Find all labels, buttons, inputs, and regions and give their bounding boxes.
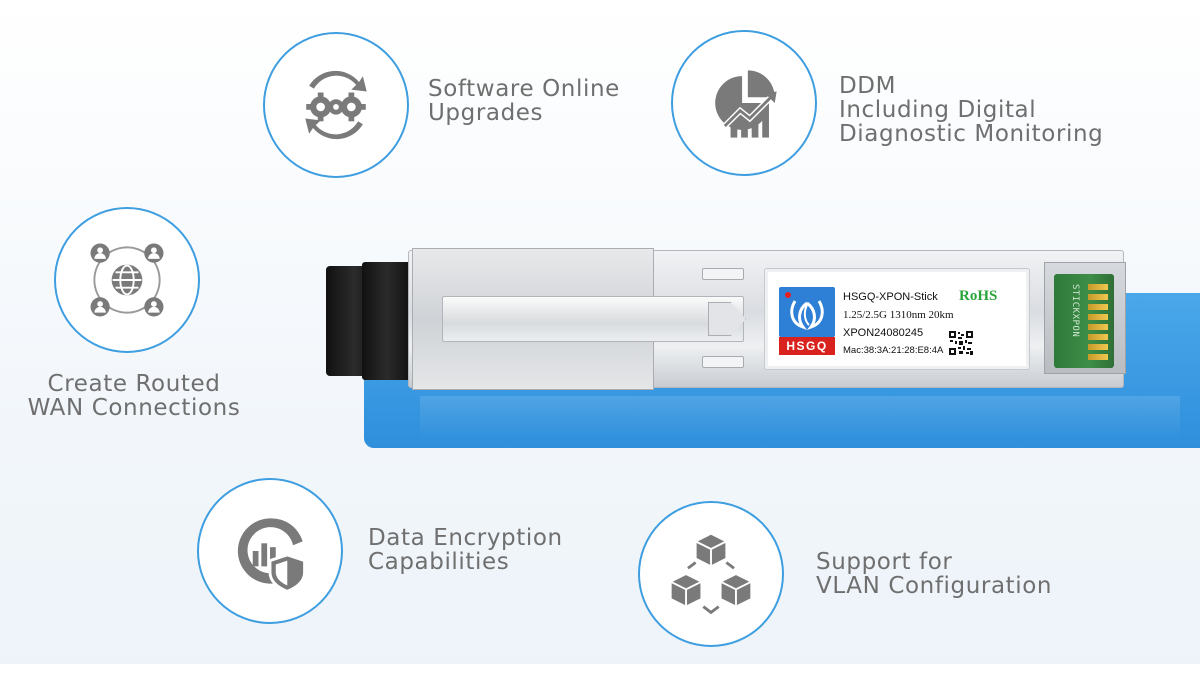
gold-finger <box>1088 354 1108 360</box>
globe-network-icon <box>90 243 164 317</box>
xpon-stick-module: HSGQ HSGQ-XPON-Stick RoHS 1.25/2.5G 1310… <box>322 248 1200 390</box>
wan-line-1: Create Routed <box>47 371 221 397</box>
wan-line-2: WAN Connections <box>27 395 241 421</box>
encryption-badge <box>197 478 343 624</box>
pcb-silkscreen: STICKXPON <box>1070 284 1080 338</box>
cubes-network-icon <box>669 532 753 615</box>
bail-latch <box>442 296 744 342</box>
ddm-badge <box>671 30 817 176</box>
gold-finger <box>1088 304 1108 310</box>
ddm-line-2: Including Digital <box>839 97 1037 123</box>
housing-tab-top <box>702 268 744 280</box>
ddm-line-3: Diagnostic Monitoring <box>839 121 1104 147</box>
encryption-text: Data Encryption Capabilities <box>368 526 563 574</box>
label-mac: Mac:38:3A:21:28:E8:4A <box>843 345 944 356</box>
vlan-line-2: VLAN Configuration <box>816 573 1053 599</box>
qr-code <box>949 331 973 355</box>
label-serial: XPON24080245 <box>843 327 924 339</box>
brand-logo: HSGQ <box>779 287 835 355</box>
shield-analytics-icon <box>237 518 306 593</box>
gold-finger <box>1088 344 1108 350</box>
software-upgrade-line-1: Software Online <box>428 76 620 102</box>
dust-cap-inner <box>362 262 412 380</box>
housing-tab-bottom <box>702 356 744 368</box>
wan-badge <box>54 207 200 353</box>
rohs-mark: RoHS <box>959 288 998 304</box>
ddm-line-1: DDM <box>839 73 897 99</box>
wan-text: Create Routed WAN Connections <box>18 372 250 420</box>
gold-finger <box>1088 284 1108 290</box>
module-reflection <box>420 396 1180 440</box>
vlan-line-1: Support for <box>816 549 953 575</box>
gears-sync-icon <box>305 70 367 140</box>
encryption-line-2: Capabilities <box>368 549 510 575</box>
vlan-badge <box>638 501 784 647</box>
software-upgrade-line-2: Upgrades <box>428 100 544 126</box>
encryption-line-1: Data Encryption <box>368 525 563 551</box>
gold-finger <box>1088 324 1108 330</box>
gold-finger <box>1088 314 1108 320</box>
pie-chart-growth-icon <box>715 70 777 138</box>
software-upgrade-text: Software Online Upgrades <box>428 77 620 125</box>
gold-finger <box>1088 334 1108 340</box>
product-label: HSGQ HSGQ-XPON-Stick RoHS 1.25/2.5G 1310… <box>764 268 1030 370</box>
label-spec: 1.25/2.5G 1310nm 20km <box>843 309 954 321</box>
bottom-strip <box>0 664 1200 690</box>
label-model: HSGQ-XPON-Stick <box>843 291 938 303</box>
brand-logo-text: HSGQ <box>779 337 835 355</box>
ddm-text: DDM Including Digital Diagnostic Monitor… <box>839 74 1103 146</box>
vlan-text: Support for VLAN Configuration <box>816 550 1052 598</box>
software-upgrade-badge <box>263 32 409 178</box>
gold-finger <box>1088 294 1108 300</box>
